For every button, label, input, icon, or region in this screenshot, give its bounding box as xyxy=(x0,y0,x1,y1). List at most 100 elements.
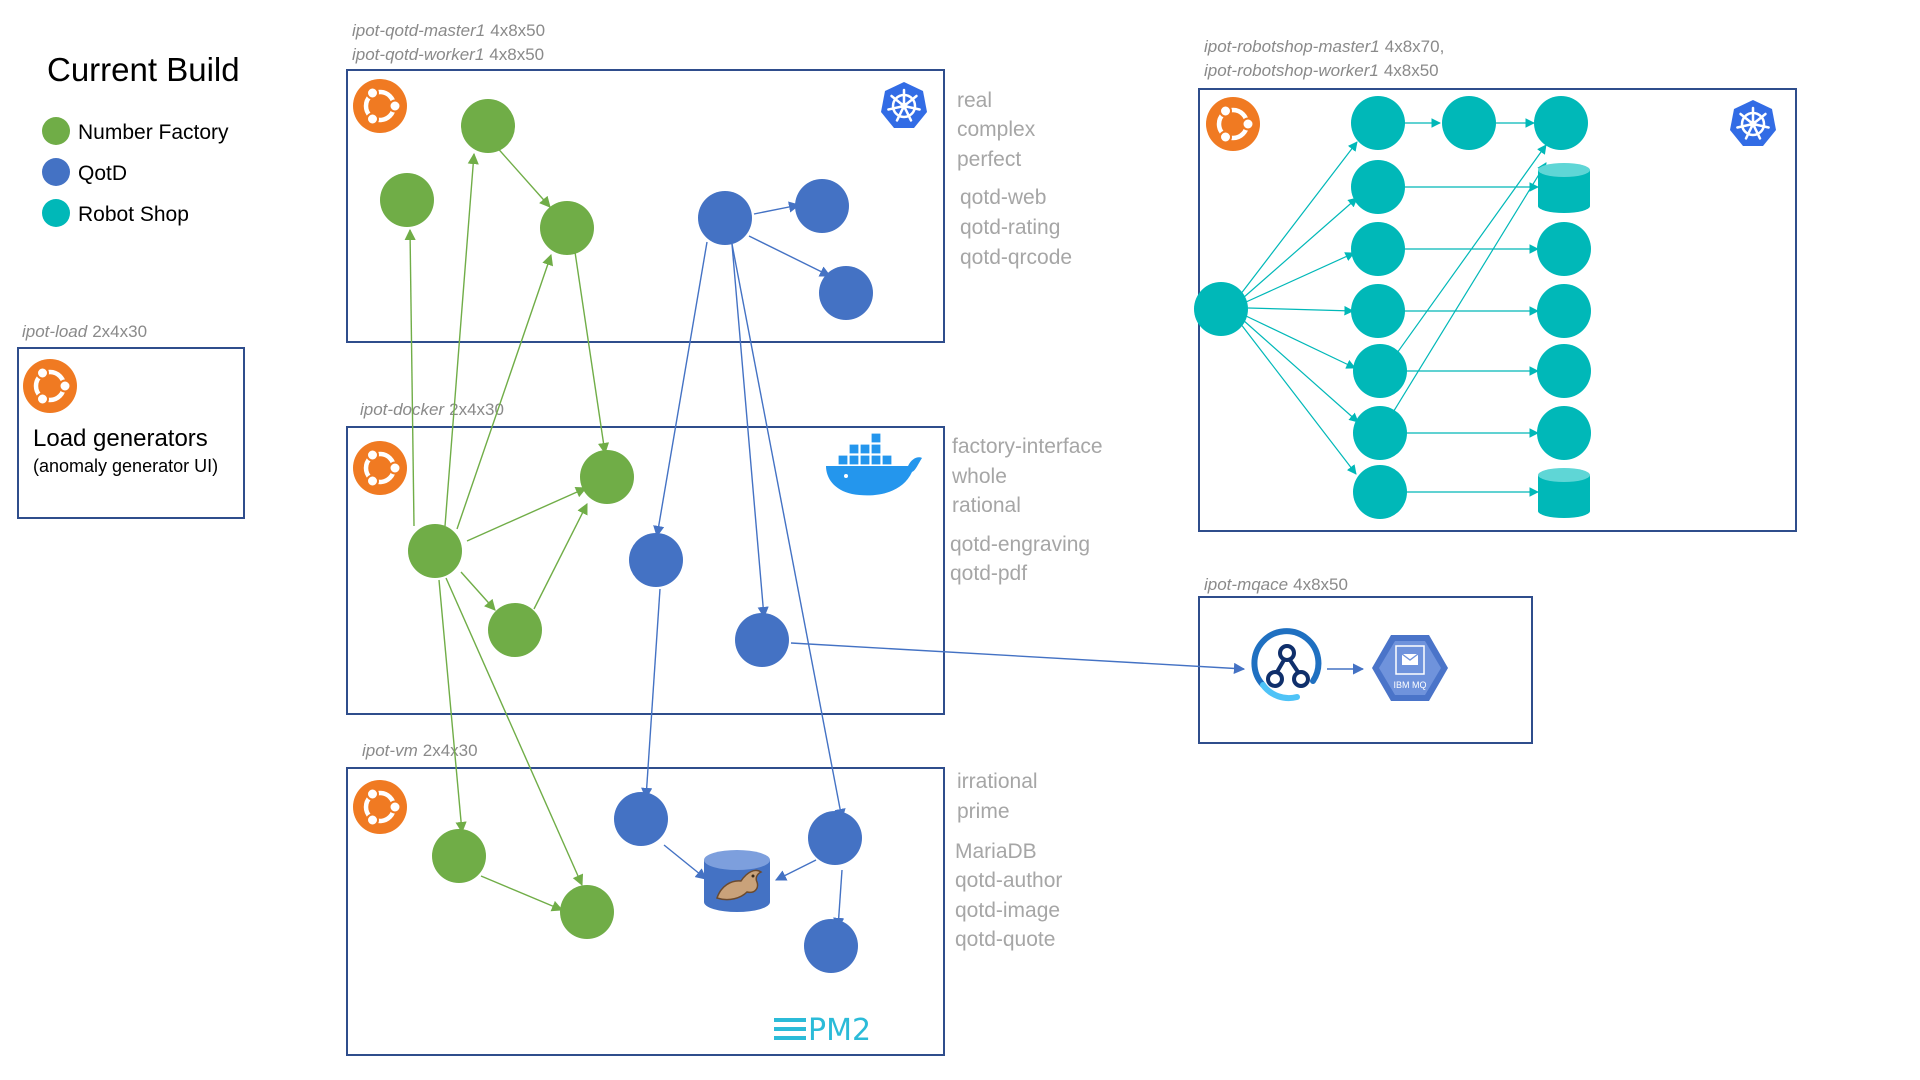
legend-swatch-qotd xyxy=(42,158,70,186)
service-qotd-pdf: qotd-pdf xyxy=(950,562,1027,585)
ubuntu-icon xyxy=(1206,97,1260,151)
load-box-subtitle: (anomaly generator UI) xyxy=(33,456,218,476)
service-qotd-rating: qotd-rating xyxy=(960,216,1060,239)
edge xyxy=(1391,162,1547,415)
ubuntu-icon xyxy=(353,441,407,495)
legend-label-number-factory: Number Factory xyxy=(78,121,229,144)
mariadb-icon xyxy=(704,850,770,912)
edge xyxy=(1239,322,1357,475)
service-qotd-web: qotd-web xyxy=(960,186,1046,209)
service-rational: rational xyxy=(952,494,1021,517)
number-factory-edges xyxy=(404,143,610,912)
ubuntu-icon xyxy=(353,79,407,133)
edge xyxy=(1245,252,1355,303)
service-qotd-qrcode: qotd-qrcode xyxy=(960,246,1072,269)
legend-label-robot-shop: Robot Shop xyxy=(78,203,189,226)
edge xyxy=(790,642,1246,675)
legend: Current Build Number Factory QotD Robot … xyxy=(42,51,240,227)
number-factory-node xyxy=(461,99,515,153)
legend-label-qotd: QotD xyxy=(78,162,127,185)
robot-shop-edges xyxy=(1239,118,1547,497)
ibm-mq-icon: IBM MQ xyxy=(1372,635,1448,701)
service-qotd-quote: qotd-quote xyxy=(955,928,1055,951)
edge xyxy=(1391,144,1547,361)
pm2-logo-text: PM2 xyxy=(808,1013,871,1048)
kubernetes-icon xyxy=(1728,98,1778,148)
qotd-node xyxy=(819,266,873,320)
edge xyxy=(1242,197,1358,299)
robot-shop-node xyxy=(1353,406,1407,460)
qotd-edges xyxy=(641,201,1365,930)
pm2-logo: PM2 xyxy=(774,1013,871,1048)
service-mariadb: MariaDB xyxy=(955,840,1037,863)
qotd-node xyxy=(614,792,668,846)
qotd-node xyxy=(795,179,849,233)
qotd-cluster-frame xyxy=(346,69,945,343)
robot-shop-node xyxy=(1534,96,1588,150)
robot-shop-node xyxy=(1442,96,1496,150)
number-factory-node xyxy=(560,885,614,939)
edge xyxy=(404,228,416,527)
robot-shop-node xyxy=(1351,222,1405,276)
edge xyxy=(493,143,551,208)
robot-shop-node xyxy=(1537,344,1591,398)
vm-box-frame xyxy=(346,767,945,1056)
service-qotd-engraving: qotd-engraving xyxy=(950,533,1090,556)
ibm-mq-label: IBM MQ xyxy=(1394,680,1427,690)
legend-swatch-robot-shop xyxy=(42,199,70,227)
qotd-node xyxy=(804,919,858,973)
service-qotd-author: qotd-author xyxy=(955,869,1062,892)
mqace-box-frame xyxy=(1198,596,1533,744)
edge xyxy=(663,844,707,880)
robotshop-cluster-frame xyxy=(1198,88,1797,532)
load-box-title: Load generators xyxy=(33,425,208,452)
robot-shop-database xyxy=(1538,468,1590,518)
robot-shop-node xyxy=(1351,160,1405,214)
service-factory-interface: factory-interface xyxy=(952,435,1103,458)
number-factory-nodes xyxy=(380,99,634,939)
qotd-node xyxy=(735,613,789,667)
service-perfect: perfect xyxy=(957,148,1021,171)
edge xyxy=(445,577,584,887)
legend-title: Current Build xyxy=(47,51,240,88)
robot-shop-node xyxy=(1351,284,1405,338)
edge xyxy=(460,571,496,611)
qotd-node xyxy=(629,533,683,587)
robot-shop-node xyxy=(1353,344,1407,398)
kubernetes-icon xyxy=(879,80,929,130)
edge xyxy=(574,251,610,455)
qotd-nodes xyxy=(614,179,873,973)
edge xyxy=(731,243,769,619)
number-factory-node xyxy=(488,603,542,657)
robot-shop-nodes xyxy=(1194,96,1591,519)
edge xyxy=(1247,305,1354,316)
service-prime: prime xyxy=(957,800,1010,823)
edge xyxy=(1239,141,1358,296)
number-factory-node xyxy=(540,201,594,255)
qotd-node xyxy=(698,191,752,245)
robot-shop-node xyxy=(1537,406,1591,460)
edge xyxy=(438,579,467,834)
edge xyxy=(731,243,846,821)
robot-shop-node xyxy=(1537,284,1591,338)
ace-icon xyxy=(1251,628,1322,702)
load-box-frame xyxy=(17,347,245,519)
robot-shop-node xyxy=(1194,282,1248,336)
edge xyxy=(456,253,554,530)
robot-shop-node xyxy=(1351,96,1405,150)
number-factory-node xyxy=(380,173,434,227)
edge xyxy=(653,241,708,538)
ubuntu-icon xyxy=(353,780,407,834)
